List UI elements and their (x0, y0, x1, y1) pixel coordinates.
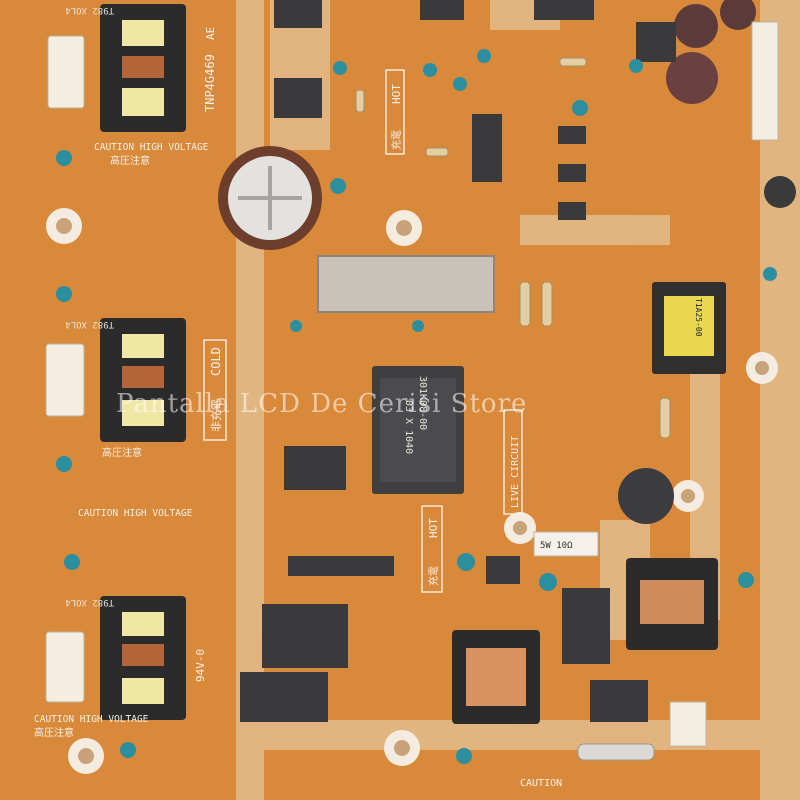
bottom-connector (669, 701, 707, 747)
revision-label: AE (204, 27, 217, 40)
mounting-holes (46, 208, 778, 774)
copper-traces (236, 0, 800, 800)
right-connector (751, 21, 779, 141)
left-connectors (45, 35, 85, 703)
power-resistor (533, 531, 599, 557)
hot-label-2: HOT (427, 518, 440, 538)
small-transformer (652, 282, 726, 374)
live-circuit-box (503, 409, 523, 515)
electrolytic-capacitor (618, 468, 674, 524)
inverter-transformer-2 (100, 318, 186, 442)
metal-shield (317, 255, 495, 313)
main-transformer (372, 366, 464, 494)
main-transformer-label-2: 03 X 1040 (403, 400, 414, 454)
fuse (577, 743, 655, 761)
watermark-text: Pantalla LCD De Cerisi Store (116, 389, 527, 419)
charged-cjk-label-1: 充電 (390, 130, 403, 150)
transformer-2-label: T982 XOL4 (65, 319, 114, 329)
warning-cjk-label-3: 高圧注意 (34, 726, 74, 739)
ceramic-capacitors (56, 49, 777, 764)
hot-box-1 (385, 69, 405, 155)
part-number-label: TNP4G469 (203, 54, 217, 112)
transformer-1-label: T982 XOL4 (65, 5, 114, 15)
transformer-3-label: T982 XOL4 (65, 597, 114, 607)
inverter-transformer-1 (100, 4, 186, 132)
caution-label-3: CAUTION HIGH VOLTAGE (34, 714, 149, 725)
live-circuit-label: LIVE CIRCUIT (510, 436, 521, 508)
cold-label: COLD (209, 347, 223, 376)
small-transformer-label: T1A25-00 (694, 298, 703, 337)
top-right-capacitors (666, 0, 796, 208)
caution-label-1: CAUTION HIGH VOLTAGE (94, 142, 209, 153)
non-charged-cjk-label: 非充電 (209, 399, 223, 432)
warning-cjk-label-1: 高圧注意 (110, 154, 150, 167)
bottom-caution-label: CAUTION (520, 778, 562, 789)
small-resistors (355, 57, 671, 439)
choke-bottom (452, 630, 540, 724)
caution-label-2: CAUTION HIGH VOLTAGE (78, 508, 193, 519)
power-resistor-label: 5W 10Ω (540, 541, 573, 551)
black-components (240, 0, 676, 722)
component-labels: T982 XOL4 T982 XOL4 T982 XOL4 301K08-00 … (65, 5, 703, 607)
silkscreen-labels: TNP4G469 AE CAUTION HIGH VOLTAGE 高圧注意 高圧… (34, 27, 562, 789)
flammability-label: 94V-0 (194, 649, 207, 682)
warning-cjk-label-2: 高圧注意 (102, 446, 142, 459)
large-capacitor (218, 146, 322, 250)
choke-right (626, 558, 718, 650)
hot-box-2 (421, 505, 443, 593)
cold-box (203, 339, 227, 441)
inverter-transformer-3 (100, 596, 186, 720)
charged-cjk-label-2: 充電 (427, 566, 440, 586)
main-transformer-label-1: 301K08-00 (417, 376, 428, 430)
hot-label-1: HOT (390, 84, 403, 104)
